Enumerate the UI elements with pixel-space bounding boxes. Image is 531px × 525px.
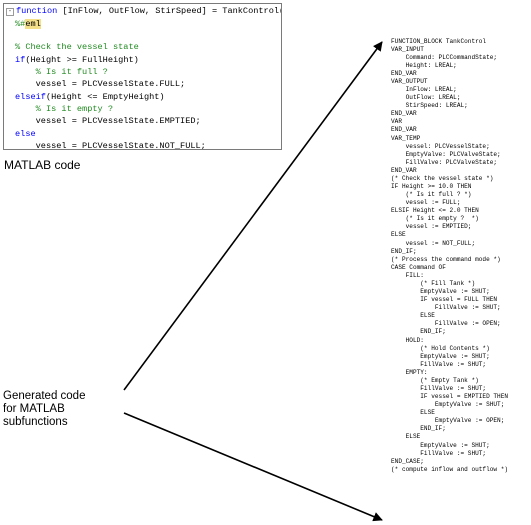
generated-code-line: FillValve := SHUT; <box>391 449 487 457</box>
matlab-code-panel: -function [InFlow, OutFlow, StirSpeed] =… <box>3 3 282 150</box>
generated-code-line: InFlow: LREAL; <box>391 86 457 93</box>
generated-code-line: VAR_OUTPUT <box>391 77 428 85</box>
generated-code-line: vessel: PLCVesselState; <box>391 142 490 150</box>
matlab-code-line: vessel = PLCVesselState.NOT_FULL; <box>15 140 206 150</box>
generated-code-line: VAR_TEMP <box>391 134 421 142</box>
matlab-code-line: if(Height >= FullHeight) <box>15 54 139 67</box>
code-text: vessel = PLCVesselState.NOT_FULL; <box>35 141 206 150</box>
generated-code-line: vessel := NOT_FULL; <box>391 239 476 247</box>
generated-code-line: (* Check the vessel state *) <box>391 174 494 182</box>
generated-code-line: END_VAR <box>391 110 417 118</box>
generated-code-line: FUNCTION_BLOCK TankControl <box>391 37 487 45</box>
matlab-code-line: % Is it full ? <box>15 66 108 79</box>
generated-code-line: FillValve := SHUT; <box>391 304 501 312</box>
generated-code-line: FILL: <box>391 271 424 279</box>
generated-code-line: FillValve := OPEN; <box>391 320 501 328</box>
code-text: vessel = PLCVesselState.FULL; <box>35 79 186 89</box>
generated-code-line: FillValve: PLCValveState; <box>391 158 498 166</box>
matlab-code-line: else <box>15 128 36 141</box>
generated-code-line: ELSIF Height <= 2.0 THEN <box>391 207 479 215</box>
generated-code-line: EmptyValve := SHUT; <box>391 441 490 449</box>
generated-code-line: ELSE <box>391 312 435 320</box>
code-keyword: else <box>15 129 36 139</box>
code-text: [InFlow, OutFlow, StirSpeed] = TankContr… <box>57 6 282 16</box>
generated-code-line: (* Process the command mode *) <box>391 255 501 263</box>
generated-code-line: EMPTY: <box>391 368 428 376</box>
generated-code-line: EmptyValve := SHUT; <box>391 352 490 360</box>
generated-code-line: END_VAR <box>391 166 417 174</box>
generated-code-line: ELSE <box>391 433 421 441</box>
matlab-code-line: % Check the vessel state <box>15 41 139 54</box>
eml-pragma-highlight: eml <box>25 19 41 29</box>
generated-code-line: EmptyValve := SHUT; <box>391 288 490 295</box>
generated-code-line: OutFlow: LREAL; <box>391 94 461 102</box>
generated-code-line: VAR_INPUT <box>391 45 424 53</box>
code-keyword: function <box>16 6 58 16</box>
matlab-code-line: elseif(Height <= EmptyHeight) <box>15 91 165 104</box>
generated-code-line: END_CASE; <box>391 457 424 465</box>
generated-code-line: Height: LREAL; <box>391 61 457 69</box>
generated-code-line: CASE Command OF <box>391 263 446 271</box>
generated-code-caption-line1: Generated code <box>3 390 86 402</box>
generated-code-line: (* compute inflow and outflow *) <box>391 465 509 473</box>
generated-code-line: FillValve := SHUT; <box>391 384 487 392</box>
generated-code-line: (* Empty Tank *) <box>391 376 479 384</box>
generated-code-caption-line2: for MATLAB <box>3 403 65 415</box>
matlab-code-line: vessel = PLCVesselState.FULL; <box>15 78 186 91</box>
code-comment: % Check the vessel state <box>15 42 139 52</box>
generated-code-line: END_VAR <box>391 126 417 134</box>
generated-code-line: END_IF; <box>391 425 446 433</box>
generated-code-line: ELSE <box>391 231 406 239</box>
matlab-code-line: % Is it empty ? <box>15 103 113 116</box>
code-comment: % Is it empty ? <box>35 104 113 114</box>
generated-code-line: ELSE <box>391 409 435 417</box>
generated-code-line: Command: PLCCommandState; <box>391 53 498 61</box>
code-text: vessel = PLCVesselState.EMPTIED; <box>35 116 201 126</box>
matlab-code-caption: MATLAB code <box>4 158 81 172</box>
arrow-to-top <box>123 41 383 391</box>
generated-code-line: EmptyValve := OPEN; <box>391 417 505 425</box>
code-text: (Height <= EmptyHeight) <box>45 92 165 102</box>
generated-code-line: FillValve := SHUT; <box>391 360 487 368</box>
generated-code-line: (* Is it full ? *) <box>391 191 472 198</box>
generated-code-line: END_IF; <box>391 328 446 336</box>
generated-code-line: HOLD: <box>391 336 424 344</box>
matlab-code-line: -function [InFlow, OutFlow, StirSpeed] =… <box>6 5 282 18</box>
arrow-to-bottom <box>123 412 383 522</box>
generated-code-line: IF vessel = EMPTIED THEN <box>391 393 509 400</box>
code-text: (Height >= FullHeight) <box>25 55 139 65</box>
generated-code-line: END_VAR <box>391 69 417 77</box>
generated-code-line: VAR <box>391 118 402 126</box>
generated-code-line: EmptyValve: PLCValveState; <box>391 150 501 158</box>
generated-code-line: IF Height >= 10.0 THEN <box>391 182 472 190</box>
matlab-code-line: %#eml <box>15 18 41 31</box>
generated-code-caption-line3: subfunctions <box>3 416 68 428</box>
code-keyword: elseif <box>15 92 46 102</box>
generated-code-line: EmptyValve := SHUT; <box>391 401 505 409</box>
code-keyword: if <box>15 55 26 65</box>
generated-code-line: IF vessel = FULL THEN <box>391 296 498 304</box>
code-comment: % Is it full ? <box>35 67 108 77</box>
generated-code-line: (* Hold Contents *) <box>391 344 490 352</box>
generated-code-line: vessel := FULL; <box>391 199 461 207</box>
generated-code-line: vessel := EMPTIED; <box>391 223 472 231</box>
generated-code-line: StirSpeed: LREAL; <box>391 102 468 110</box>
generated-code-line: (* Fill Tank *) <box>391 279 476 287</box>
fold-marker-icon[interactable]: - <box>6 8 14 16</box>
generated-code-line: (* Is it empty ? *) <box>391 215 479 223</box>
generated-code-line: END_IF; <box>391 247 417 255</box>
code-text: %# <box>15 19 26 29</box>
matlab-code-line: vessel = PLCVesselState.EMPTIED; <box>15 115 201 128</box>
